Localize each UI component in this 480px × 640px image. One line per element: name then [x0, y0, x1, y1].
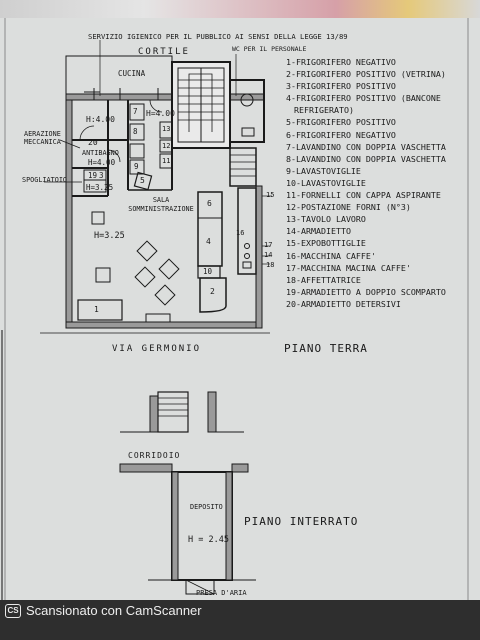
basement-title: PIANO INTERRATO	[244, 515, 359, 528]
watermark-bar	[0, 600, 480, 640]
legend-item: 16-MACCHINA CAFFE'	[286, 250, 376, 261]
basement-plan	[119, 391, 256, 595]
street-label: VIA GERMONIO	[112, 344, 202, 354]
equipment-legend: 1-FRIGORIFERO NEGATIVO 2-FRIGORIFERO POS…	[286, 56, 476, 310]
equip-num-5: 5	[140, 176, 145, 185]
equip-num-11: 11	[162, 157, 171, 165]
legend-item: 5-FRIGORIFERO POSITIVO	[286, 117, 396, 128]
equip-num-10: 10	[203, 267, 213, 276]
stair-down	[229, 147, 257, 187]
legend-item: 6-FRIGORIFERO NEGATIVO	[286, 129, 396, 140]
equip-num-18: 18	[266, 261, 275, 269]
wc-staff-room	[229, 79, 265, 143]
equip-num-3: 3	[99, 171, 104, 180]
storage-height: H = 2.45	[188, 535, 229, 545]
equip-num-8: 8	[133, 127, 138, 136]
antibagno-label: ANTIBAGNO	[82, 149, 119, 157]
wall-north-right	[229, 93, 265, 101]
scan-top-edge	[0, 0, 480, 18]
corridor-label: CORRIDOIO	[128, 451, 181, 460]
legend-item: 1-FRIGORIFERO NEGATIVO	[286, 57, 396, 67]
ventilation-label: AERAZIONE MECCANICA	[24, 130, 61, 146]
equip-num-15: 15	[266, 191, 275, 199]
stair-basement	[157, 391, 189, 433]
wall-north-left	[65, 93, 173, 101]
legend-item: 17-MACCHINA MACINA CAFFE'	[286, 262, 411, 273]
legend-item: 9-LAVASTOVIGLIE	[286, 165, 361, 176]
equip-num-14: 14	[264, 251, 273, 259]
left-room-height: H:4.00	[86, 115, 115, 124]
legend-item: 13-TAVOLO LAVORO	[286, 214, 366, 225]
equip-num-13: 13	[162, 125, 171, 133]
back-counter	[237, 187, 257, 275]
watermark-text: Scansionato con CamScanner	[26, 603, 202, 618]
courtyard-label: CORTILE	[138, 47, 190, 57]
legend-item: 14-ARMADIETTO	[286, 226, 351, 237]
equip-num-9: 9	[134, 162, 139, 171]
air-intake-label: PRESA D'ARIA	[196, 589, 247, 597]
equip-num-2: 2	[210, 287, 215, 296]
storage-label: DEPOSITO	[190, 503, 223, 511]
legend-item: 2-FRIGORIFERO POSITIVO (VETRINA)	[286, 69, 446, 80]
ground-floor-title: PIANO TERRA	[284, 342, 368, 355]
kitchen-label: CUCINA	[118, 69, 146, 78]
antibagno-height: H=4.00	[88, 158, 116, 167]
legend-item: 18-AFFETTATRICE	[286, 274, 361, 285]
wc-staff-label: WC PER IL PERSONALE	[232, 45, 307, 53]
kitchen-height: H=4.00	[146, 109, 175, 118]
ground-floor-plan	[40, 40, 272, 334]
legend-item: 19-ARMADIETTO A DOPPIO SCOMPARTO	[286, 286, 446, 297]
wall-west	[65, 99, 73, 329]
legend-item: 4-FRIGORIFERO POSITIVO (BANCONE	[286, 93, 441, 104]
equip-num-17: 17	[264, 241, 273, 249]
legend-item: 7-LAVANDINO CON DOPPIA VASCHETTA	[286, 141, 446, 152]
wall-east	[255, 185, 263, 329]
equip-num-16: 16	[236, 229, 245, 237]
legend-item: 3-FRIGORIFERO POSITIVO	[286, 81, 396, 92]
equip-num-20: 20	[88, 138, 98, 147]
legend-item: 11-FORNELLI CON CAPPA ASPIRANTE	[286, 190, 441, 201]
locker-height: H=3.25	[86, 183, 114, 192]
wall-south	[65, 321, 263, 329]
legend-item: 20-ARMADIETTO DETERSIVI	[286, 298, 401, 309]
equip-num-12: 12	[162, 142, 171, 150]
equip-num-7: 7	[133, 107, 138, 116]
top-note: SERVIZIO IGIENICO PER IL PUBBLICO AI SEN…	[88, 32, 348, 41]
legend-item: 15-EXPOBOTTIGLIE	[286, 238, 366, 249]
equip-num-1: 1	[94, 305, 99, 314]
equip-num-4: 4	[206, 237, 211, 246]
locker-room-label: SPOGLIATOIO	[22, 176, 68, 184]
deposit-room	[171, 471, 233, 581]
legend-item: REFRIGERATO)	[294, 105, 354, 116]
hall-label: SALA SOMMINISTRAZIONE	[128, 196, 194, 213]
legend-item: 10-LAVASTOVIGLIE	[286, 177, 366, 188]
equip-num-6: 6	[207, 199, 212, 208]
hall-height: H=3.25	[94, 231, 125, 241]
legend-item: 12-POSTAZIONE FORNI (N°3)	[286, 202, 411, 213]
legend-item: 8-LAVANDINO CON DOPPIA VASCHETTA	[286, 153, 446, 164]
equip-num-19: 19	[88, 171, 98, 180]
camscanner-logo-icon: CS	[5, 604, 21, 618]
